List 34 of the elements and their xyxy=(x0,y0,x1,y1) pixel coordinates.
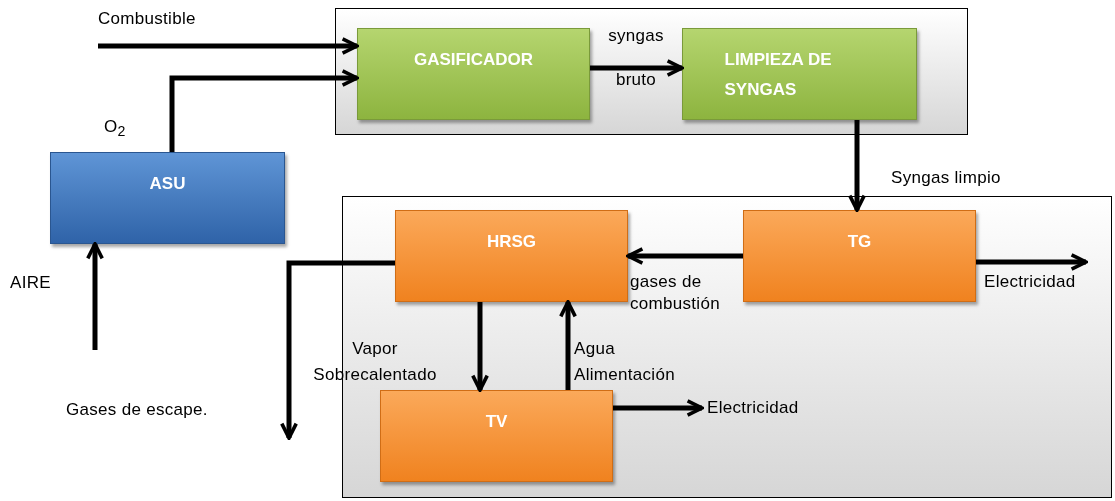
arrow xyxy=(86,242,104,350)
process-box xyxy=(50,152,285,244)
arrow xyxy=(559,300,577,390)
arrow xyxy=(590,59,684,77)
box-label: TG xyxy=(846,231,873,253)
arrow xyxy=(626,247,743,265)
edge-label: AIRE xyxy=(10,272,52,294)
edge-label: Electricidad xyxy=(984,271,1077,293)
edge-label: syngas bruto xyxy=(607,25,665,91)
box-label: ASU xyxy=(148,173,187,195)
edge-label: Electricidad xyxy=(707,397,800,419)
box-label: GASIFICADOR xyxy=(413,49,534,71)
arrow xyxy=(848,120,866,212)
arrow xyxy=(976,253,1088,271)
edge-label: Combustible xyxy=(98,8,197,30)
process-box xyxy=(743,210,976,302)
process-box xyxy=(395,210,628,302)
arrow xyxy=(169,69,359,152)
arrow xyxy=(471,302,489,392)
arrow xyxy=(280,260,395,440)
edge-label: gases de combustión xyxy=(630,271,721,315)
arrow xyxy=(613,399,704,417)
edge-label: Agua Alimentación xyxy=(574,338,676,386)
process-box xyxy=(682,28,917,120)
edge-label: O$_{2}$ xyxy=(104,116,127,142)
section-panel xyxy=(335,8,968,135)
edge-label: Gases de escape. xyxy=(66,399,209,421)
edge-label: Syngas limpio xyxy=(891,167,1002,189)
arrow xyxy=(98,37,359,55)
box-label: TV xyxy=(484,411,509,433)
process-box xyxy=(357,28,590,120)
box-label: HRSG xyxy=(485,231,538,253)
process-box xyxy=(380,390,613,482)
box-label: LIMPIEZA DE SYNGAS xyxy=(723,49,833,101)
